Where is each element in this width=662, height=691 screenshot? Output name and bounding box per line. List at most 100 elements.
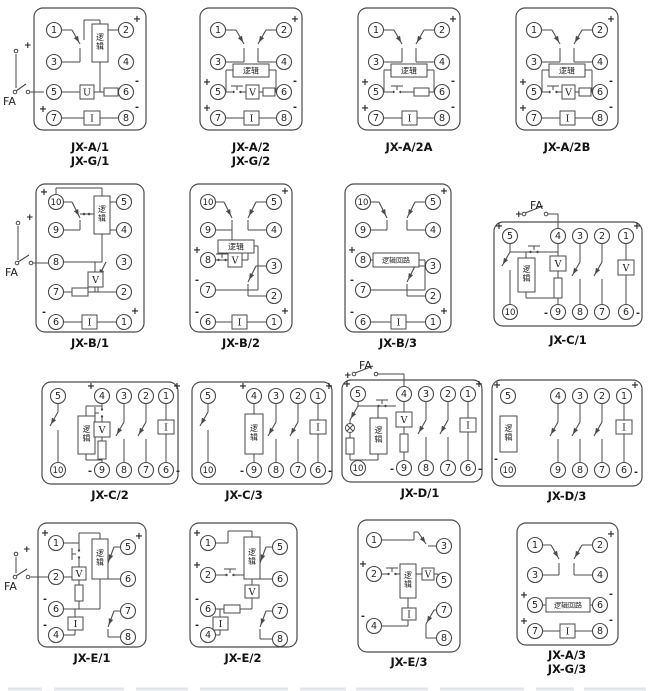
terminal-7 [47,283,65,301]
polarity-mark: + [239,381,247,392]
current-coil-box-label: I [164,423,168,434]
terminal-1 [424,313,442,331]
terminal-ring [12,89,18,95]
polarity-mark: - [195,307,199,318]
terminal-5 [349,385,367,403]
terminal-2 [275,21,293,39]
terminal-number: 10 [505,308,516,318]
terminal-7 [593,303,611,321]
current-coil-box [459,417,477,433]
terminal-4 [365,617,383,635]
terminal-number: 2 [597,540,603,551]
polarity-mark: - [609,589,613,600]
polarity-mark: + [519,103,527,114]
terminal-number: 4 [121,225,127,236]
contact-arrow [552,550,559,558]
fa-switch-blade [524,205,544,214]
terminal-number: 5 [505,391,511,402]
polarity-mark: + [633,221,641,232]
terminal-number: 1 [531,25,537,36]
terminal-5 [199,387,217,405]
terminal-number: 8 [597,626,603,637]
contact-arrow [574,550,581,558]
terminal-9 [549,461,567,479]
polarity-mark: - [195,275,199,286]
contact-arrow [249,273,255,280]
terminal-1 [367,21,385,39]
terminal-number: 8 [423,463,429,474]
resistor [553,277,563,299]
terminal-7 [526,622,544,640]
polarity-mark: - [135,102,139,113]
fa-switch-label: FA [4,580,17,593]
terminal-number: 4 [597,570,603,581]
button-contact-dot [392,90,395,94]
voltage-coil-box-label: V [564,88,572,99]
current-coil-box [83,110,101,126]
polarity-mark: + [519,77,527,88]
contact-arrow [408,209,414,216]
voltage-coil-box [79,84,95,100]
terminal-6 [309,461,327,479]
terminal-number: 4 [597,57,603,68]
terminal-number: 2 [371,569,377,580]
current-coil-box [81,314,98,330]
polarity-mark: - [609,102,613,113]
terminal-3 [571,227,589,245]
terminal-6 [271,570,289,588]
polarity-mark: - [494,454,498,465]
terminal-3 [424,257,442,275]
contact-arrow [225,209,231,216]
polarity-mark: + [493,380,501,391]
terminal-number: 7 [277,606,283,617]
resistor [74,584,84,602]
terminal-number: 9 [555,465,561,476]
clipped-footer-text [200,687,288,691]
terminal-number: 3 [423,389,429,400]
terminal-number: 1 [53,538,59,549]
terminal-number: 1 [465,389,471,400]
button-contact-dot [387,572,390,576]
terminal-number: 4 [555,391,561,402]
terminal-2 [591,536,609,554]
junction-dot [82,212,86,216]
terminal-number: 8 [577,465,583,476]
terminal-number: 4 [123,57,129,68]
button-contact-dot [529,250,532,254]
polarity-mark: - [350,275,354,286]
current-coil-box [559,110,576,126]
terminal-1 [309,387,327,405]
voltage-coil-box-label: V [91,275,99,286]
terminal-8 [433,109,451,127]
terminal-number: 10 [203,198,214,208]
button-contact-dot [555,90,558,94]
clipped-footer-text [440,687,524,691]
terminal-ring [543,211,549,217]
terminal-ring [25,574,31,580]
terminal-1 [265,313,283,331]
terminal-8 [115,461,133,479]
polarity-mark: + [344,371,352,381]
terminal-5 [271,538,289,556]
button-contact-dot [239,90,242,94]
terminal-5 [526,596,544,614]
terminal-number: 4 [251,391,257,402]
polarity-mark: - [361,611,365,622]
terminal-number: 2 [143,391,149,402]
current-coil-box-label: I [316,423,320,434]
model-label: JX-D/3 [547,489,587,503]
terminal-number: 10 [503,466,514,476]
terminal-3 [525,53,543,71]
polarity-mark: + [475,379,483,390]
polarity-mark: + [173,381,181,392]
terminal-number: 7 [51,113,57,124]
terminal-number: 1 [315,391,321,402]
terminal-8 [275,109,293,127]
terminal-6 [47,600,65,618]
polarity-mark: - [544,308,548,319]
current-coil-box-label: I [90,114,94,125]
terminal-number: 5 [532,600,538,611]
terminal-number: 4 [439,57,445,68]
terminal-2 [265,287,283,305]
